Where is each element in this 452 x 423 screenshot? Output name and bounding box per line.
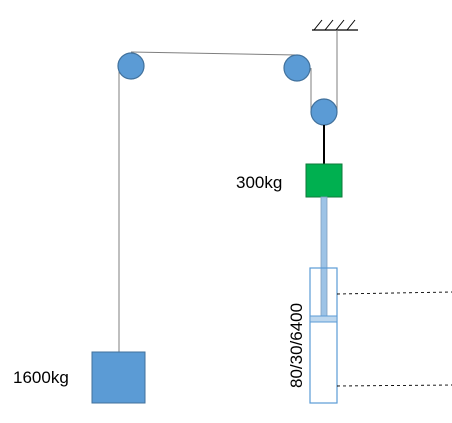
ceiling-hatch [324, 19, 334, 31]
ceiling-support [312, 19, 358, 31]
ceiling-hatch [335, 19, 345, 31]
cylinder-spec-label: 80/30/6400 [287, 303, 306, 388]
pulley-left [117, 52, 145, 80]
pulley-movable [310, 98, 338, 126]
pulley-right [283, 54, 311, 82]
piston-head [309, 315, 338, 323]
load-mass-label: 300kg [236, 173, 282, 192]
counterweight-block [91, 351, 146, 404]
reference-line-upper [336, 291, 452, 295]
piston-rod [320, 196, 328, 319]
rope-top-span [130, 51, 298, 56]
ceiling-hatch [313, 19, 323, 31]
counterweight-mass-label: 1600kg [13, 368, 69, 387]
ropes [118, 30, 338, 352]
load-mass-block [305, 163, 343, 198]
reference-line-lower [336, 384, 452, 387]
hydraulic-cylinder [309, 267, 338, 404]
ceiling-hatch [346, 19, 356, 31]
